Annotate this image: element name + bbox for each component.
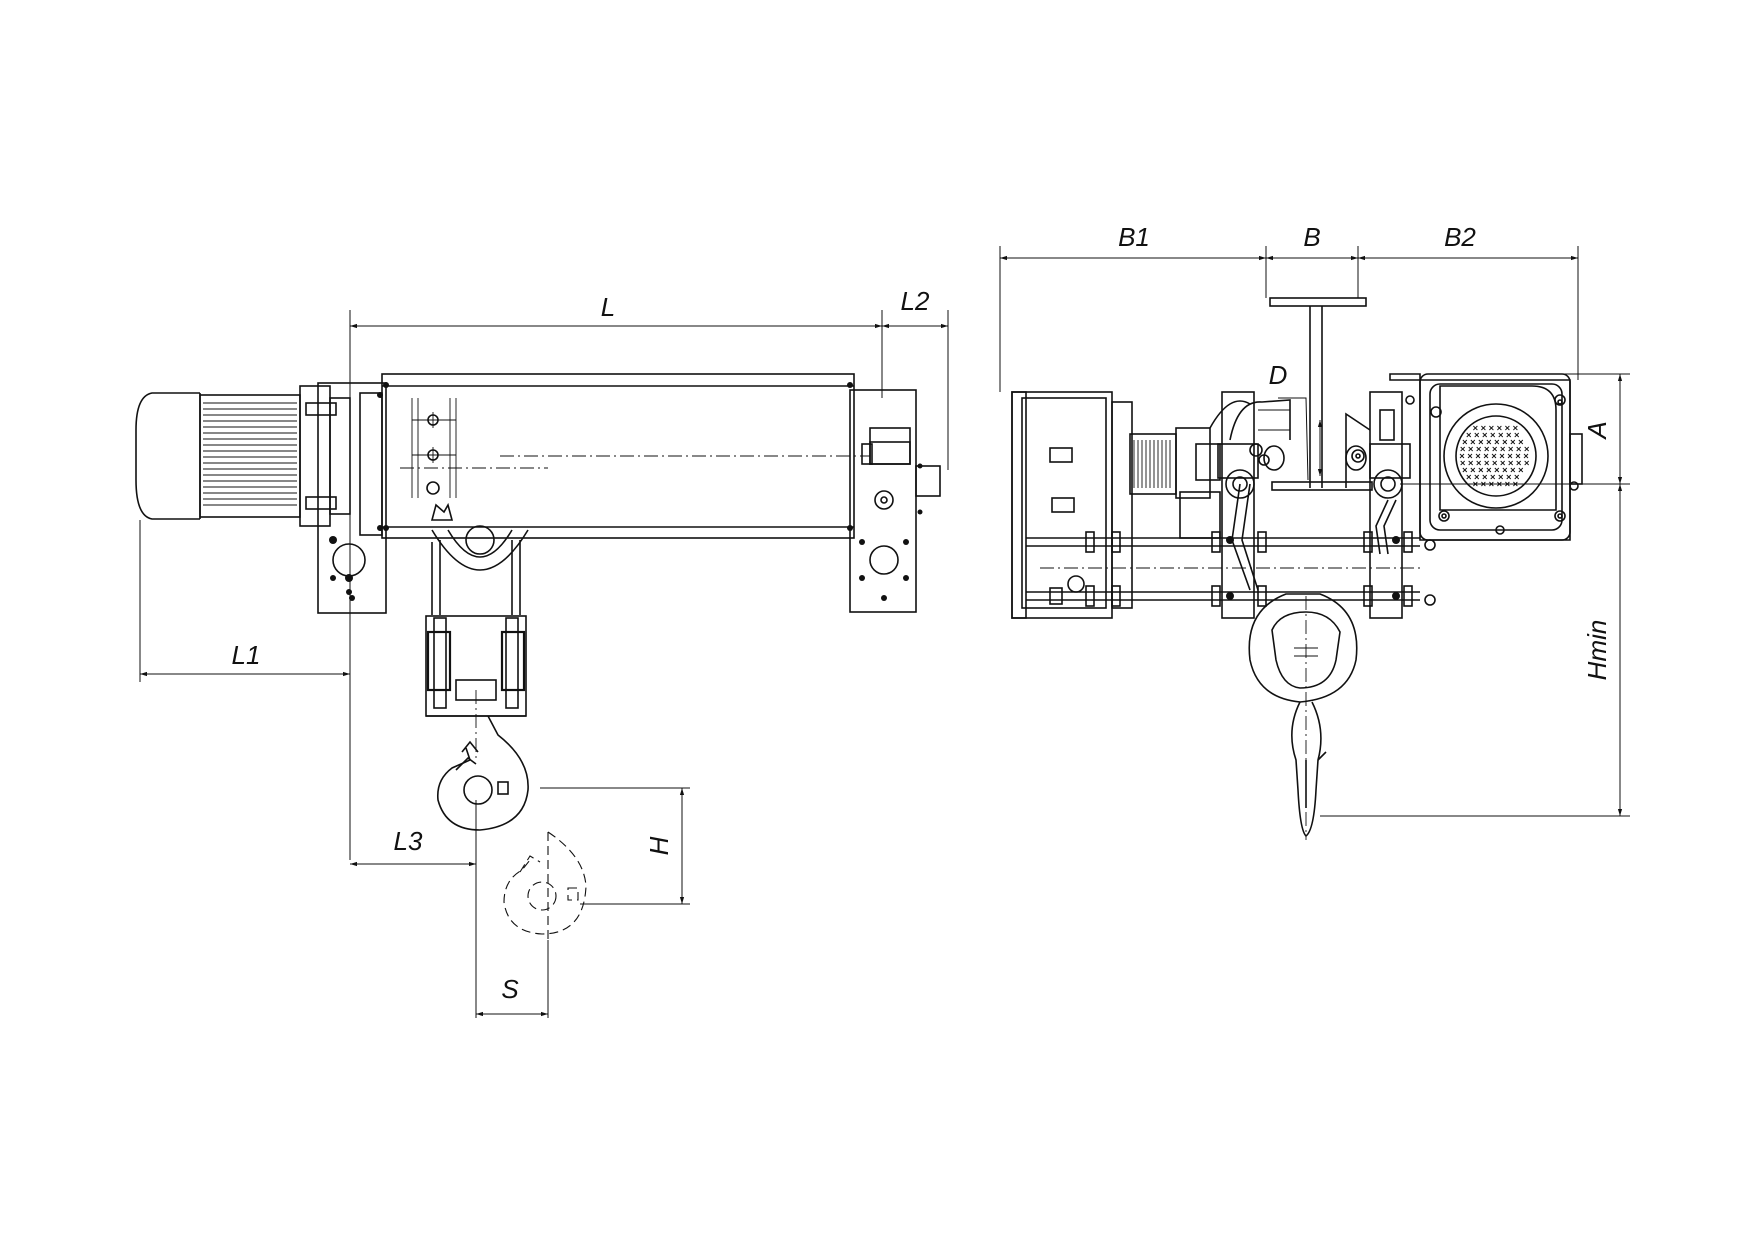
hook-block [425,615,527,760]
gear-motor [1129,400,1251,539]
right-trolley-plate [1345,391,1411,619]
dimension-labels: L L2 L1 L3 S H B1 B B2 D A Hmin [232,222,1612,1004]
right-end-plate [849,389,941,613]
dimension-label-a: A [1582,421,1612,440]
ghost-hook-position [503,831,587,940]
gear-motor-fins [1133,440,1171,488]
left-end-plate [317,382,387,614]
drum-housing [381,373,870,539]
dimension-label-b2: B2 [1444,222,1476,252]
dimension-label-d: D [1269,360,1288,390]
dimension-label-hmin: Hmin [1582,620,1612,681]
ventilation-grille [1459,425,1530,487]
hook [436,715,529,831]
dimension-label-s: S [501,974,519,1004]
trolley-wheels [1231,445,1397,591]
dimension-label-h: H [644,836,674,855]
end-view [999,246,1630,840]
dimension-label-l3: L3 [394,826,423,856]
dimension-lines [140,255,1623,1017]
motor-cooling-fins [203,402,297,506]
tie-rods [1026,531,1436,607]
dimension-label-l1: L1 [232,640,261,670]
rope-drum [430,502,529,615]
hoist-gearbox [1389,373,1583,541]
left-trolley-plate [1217,391,1291,619]
dimension-label-l: L [601,292,615,322]
dimension-label-b1: B1 [1118,222,1150,252]
motor [135,385,351,527]
dimension-label-l2: L2 [901,286,930,316]
dimension-label-b: B [1303,222,1320,252]
trolley-motor-housing [1011,391,1133,619]
end-view-hook-block [1248,593,1358,840]
